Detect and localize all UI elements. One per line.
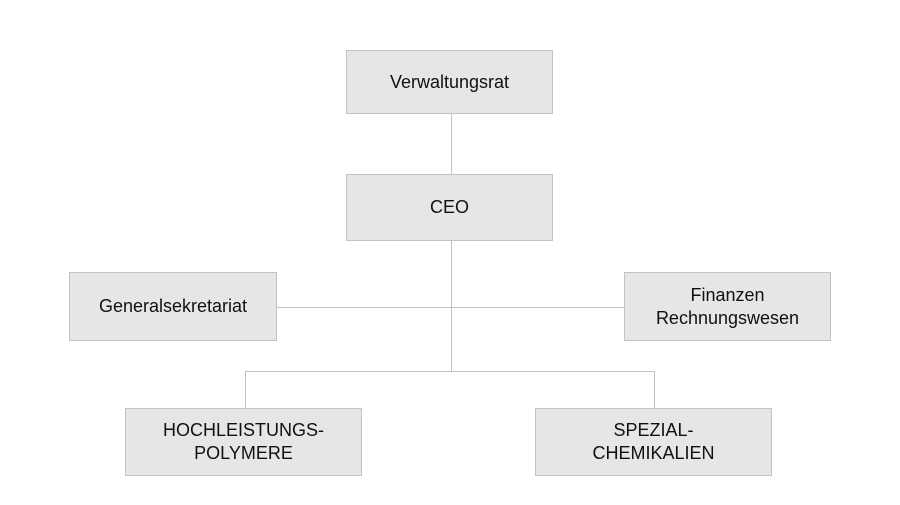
node-label: Verwaltungsrat bbox=[389, 71, 510, 92]
node-ceo: CEO bbox=[346, 174, 553, 241]
node-label: Generalsekretariat bbox=[98, 296, 248, 316]
node-label-line2: POLYMERE bbox=[194, 443, 293, 463]
node-label-line1: HOCHLEISTUNGS- bbox=[162, 420, 324, 440]
node-chemicals: SPEZIAL- CHEMIKALIEN bbox=[535, 408, 772, 476]
node-label-line1: Finanzen bbox=[690, 284, 765, 305]
node-label-line2: CHEMIKALIEN bbox=[592, 443, 715, 463]
connector-polymers bbox=[245, 371, 246, 408]
node-secretariat: Generalsekretariat bbox=[69, 272, 277, 341]
node-label: CEO bbox=[429, 197, 469, 217]
node-finance: Finanzen Rechnungswesen bbox=[624, 272, 831, 341]
node-board: Verwaltungsrat bbox=[346, 50, 553, 114]
connector-divisions bbox=[245, 371, 655, 372]
connector-chemicals bbox=[654, 371, 655, 408]
node-label-line2: Rechnungswesen bbox=[655, 307, 800, 328]
node-label-line1: SPEZIAL- bbox=[613, 420, 694, 440]
connector-staff bbox=[276, 307, 624, 308]
node-polymers: HOCHLEISTUNGS- POLYMERE bbox=[125, 408, 362, 476]
connector-board-ceo bbox=[451, 113, 452, 371]
